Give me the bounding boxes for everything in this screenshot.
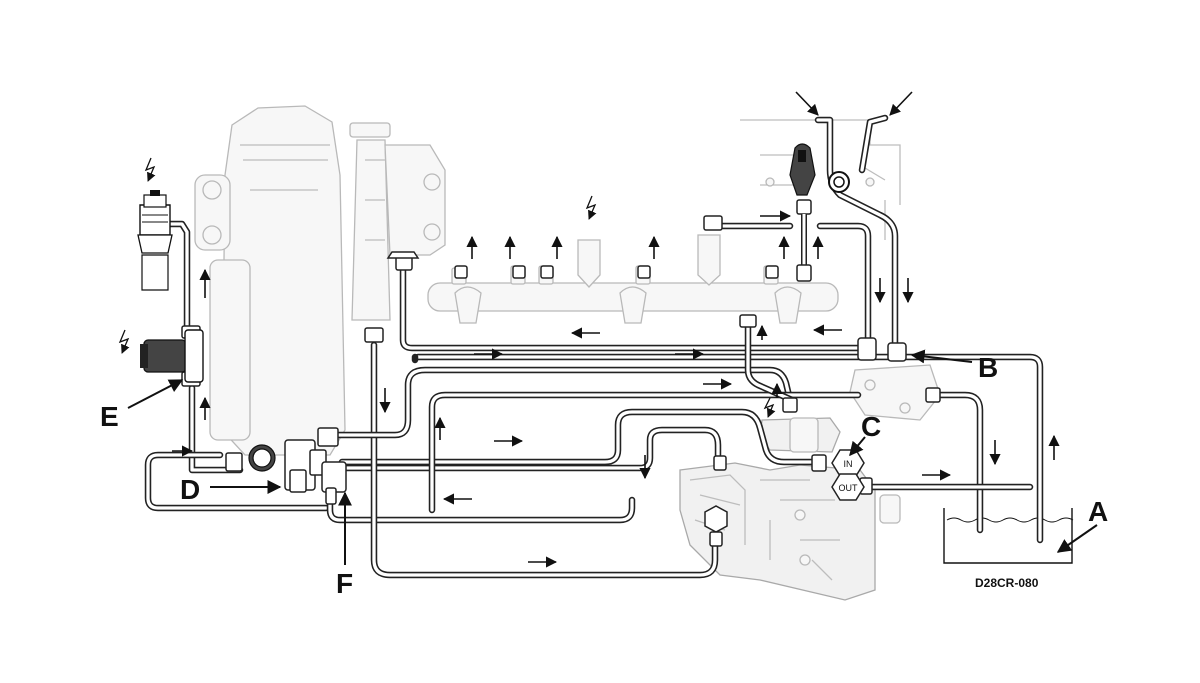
engine-bracket-ghost <box>740 119 901 240</box>
label-d: D <box>180 474 200 505</box>
label-f: F <box>336 568 353 599</box>
fuel-lines <box>144 114 1044 579</box>
callout-lines <box>127 349 1098 565</box>
label-b: B <box>978 352 998 383</box>
label-a: A <box>1088 496 1108 527</box>
diagram-code: D28CR-080 <box>975 576 1039 590</box>
engine-block-ghost <box>194 105 446 456</box>
rail-injector-pipes <box>454 265 779 279</box>
fuel-tank <box>943 508 1074 564</box>
pump-ports: IN OUT <box>831 449 865 501</box>
sensor-e-top <box>137 190 173 291</box>
label-c: C <box>861 411 881 442</box>
electrical-symbols <box>118 157 776 418</box>
label-e: E <box>100 401 119 432</box>
solenoid-valve-e <box>140 329 204 383</box>
port-in-label: IN <box>844 459 853 469</box>
port-out-label: OUT <box>839 483 859 493</box>
high-pressure-pump-ghost <box>679 417 901 601</box>
fuel-rail-ghost <box>427 234 839 324</box>
flow-arrows <box>172 91 1060 568</box>
